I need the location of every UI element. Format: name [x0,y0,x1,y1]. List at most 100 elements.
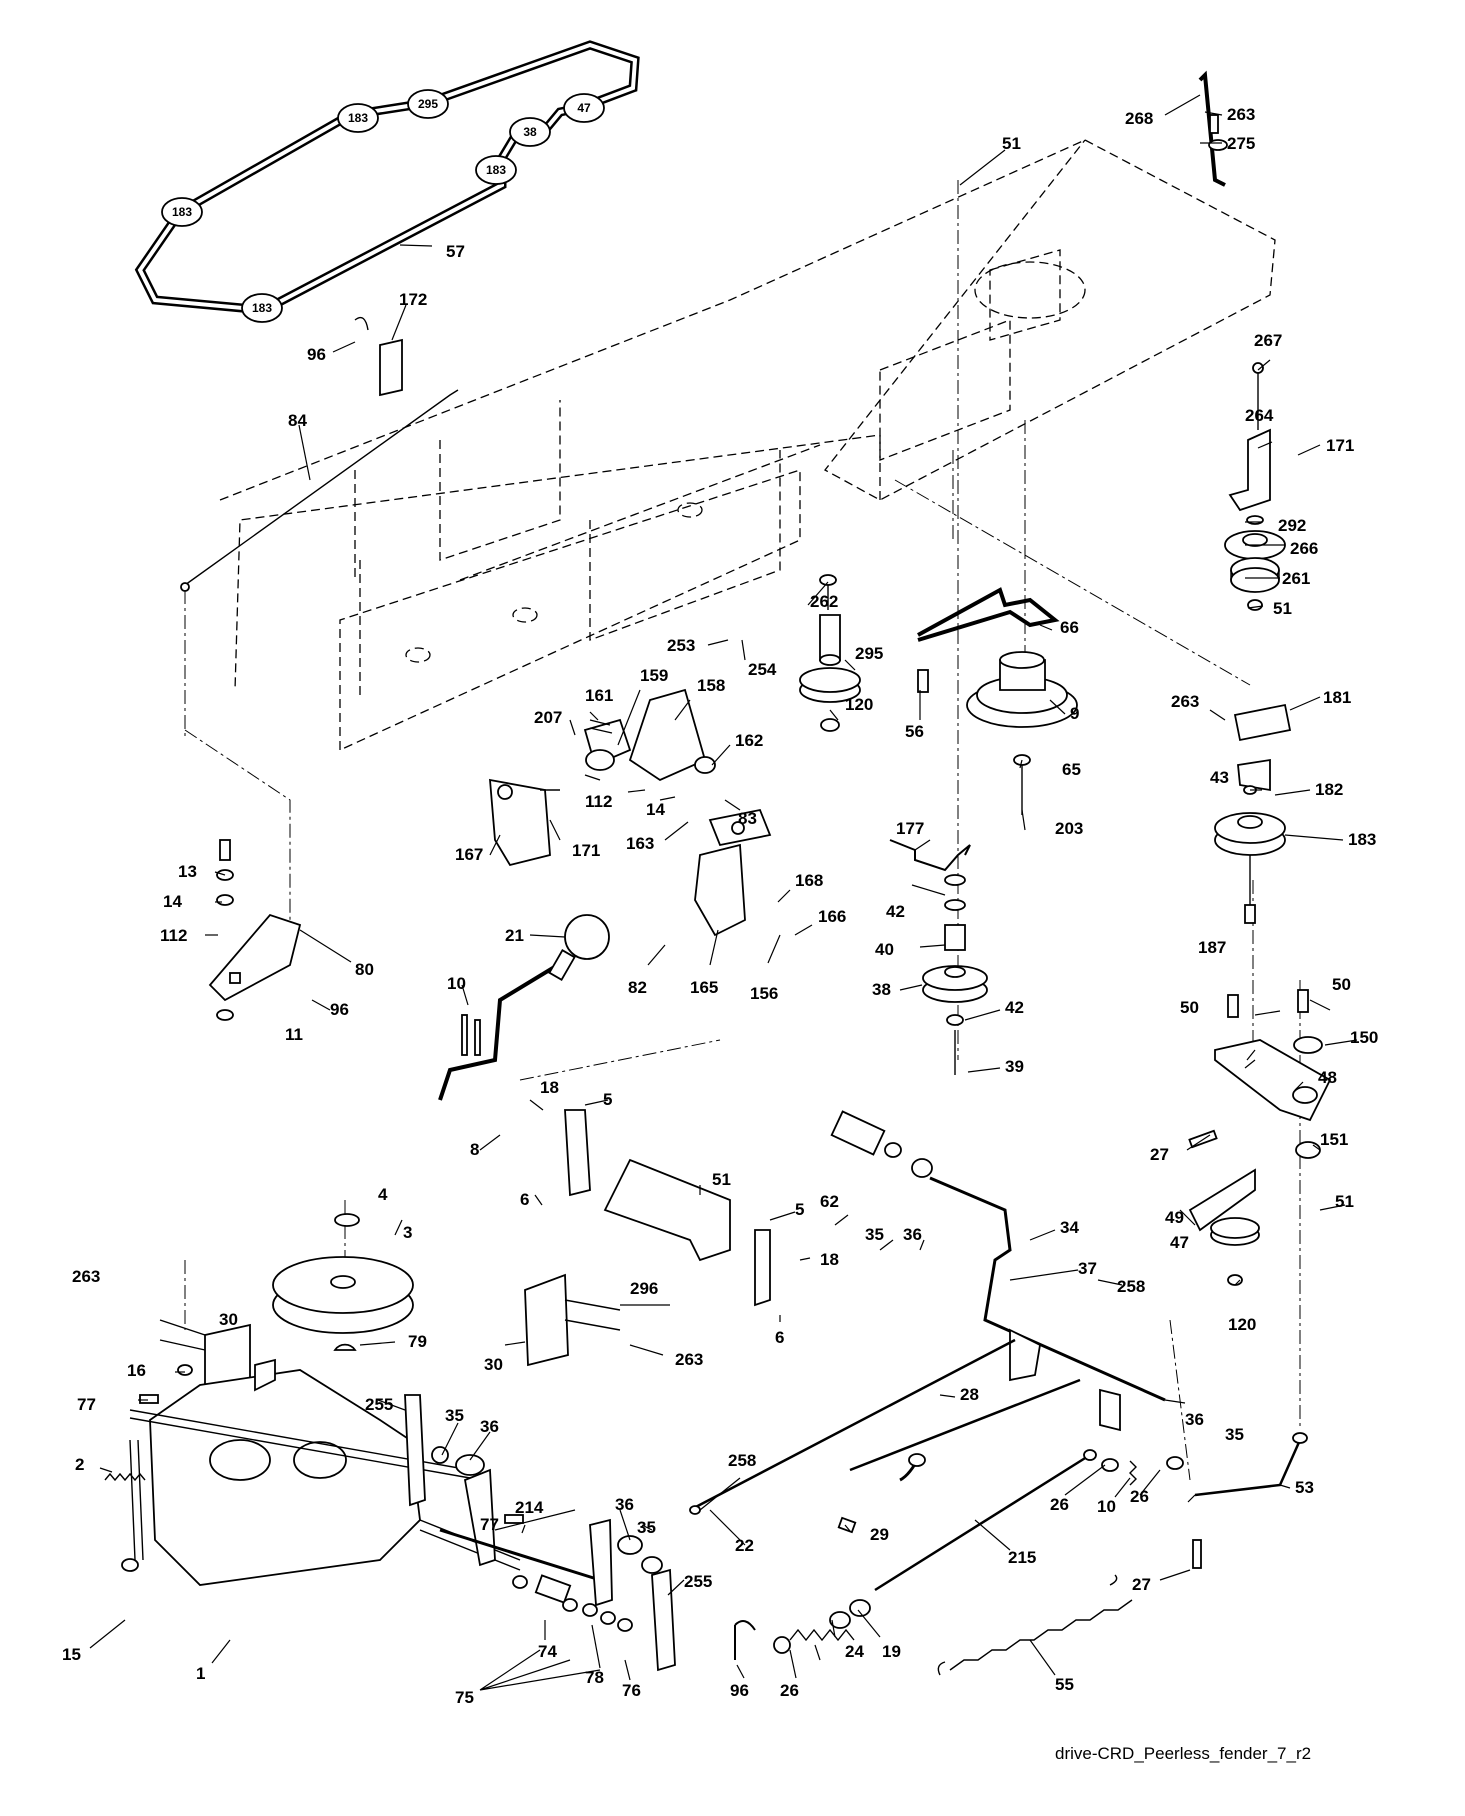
bracket-167 [489,774,601,867]
callout-38: 38 [872,980,891,999]
callout-65: 65 [1062,760,1081,779]
callout-27-lower: 27 [1132,1575,1151,1594]
callout-264: 264 [1245,406,1274,425]
callout-79: 79 [408,1332,427,1351]
callout-53: 53 [1295,1478,1314,1497]
belt-pulley-38: 38 [509,117,551,147]
svg-text:183: 183 [348,111,368,125]
callout-36-mid: 36 [903,1225,922,1244]
belt-pulley-183c: 183 [475,155,517,185]
callout-75: 75 [455,1688,474,1707]
pulley-stack-38 [922,874,988,1075]
callout-16: 16 [127,1361,146,1380]
bolt-56 [917,669,929,693]
callout-14-left: 14 [163,892,182,911]
belt-pulley-183b: 183 [337,103,379,133]
callout-267: 267 [1254,331,1282,350]
callout-296: 296 [630,1279,658,1298]
callout-261: 261 [1282,569,1310,588]
callout-263-left: 263 [72,1267,100,1286]
callout-49: 49 [1165,1208,1184,1227]
callout-161: 161 [585,686,613,705]
callout-78: 78 [585,1668,604,1687]
rod-34 [929,1176,1166,1432]
callout-39: 39 [1005,1057,1024,1076]
callout-36-right: 36 [1185,1410,1204,1429]
callout-30-mid: 30 [484,1355,503,1374]
callout-13: 13 [178,862,197,881]
callout-150: 150 [1350,1028,1378,1047]
callout-27-mid: 27 [1150,1145,1169,1164]
bracket-48 [1214,1036,1332,1159]
svg-text:47: 47 [577,101,591,115]
callout-35-right: 35 [1225,1425,1244,1444]
callout-80: 80 [355,960,374,979]
callout-42-lower: 42 [1005,998,1024,1017]
rod-22 [689,1338,1016,1515]
callout-258-top: 258 [1117,1277,1145,1296]
spacer-stack-74 [512,1574,633,1632]
callout-40: 40 [875,940,894,959]
key-77 [139,1394,524,1524]
callout-43: 43 [1210,768,1229,787]
bolt-27 [1192,1539,1202,1569]
callout-96-top: 96 [307,345,326,364]
callout-21: 21 [505,926,524,945]
callout-28: 28 [960,1385,979,1404]
pivot-bracket-172 [180,316,459,592]
bracket-264 [1228,362,1271,512]
callout-171-mid: 171 [572,841,600,860]
callout-48: 48 [1318,1068,1337,1087]
callout-26-lower: 26 [780,1681,799,1700]
callout-166: 166 [818,907,846,926]
callout-263-right: 263 [1171,692,1199,711]
callout-158: 158 [697,676,725,695]
callout-19: 19 [882,1642,901,1661]
callout-255-right: 255 [684,1572,712,1591]
variator-pulley-9 [966,651,1078,815]
belt-pulley-295: 295 [407,89,449,119]
callout-84: 84 [288,411,307,430]
callout-35-lower: 35 [637,1518,656,1537]
spring-10 [1129,1460,1137,1486]
callout-5-top: 5 [603,1090,612,1109]
callout-203: 203 [1055,819,1083,838]
callout-36-left: 36 [480,1417,499,1436]
callout-163: 163 [626,834,654,853]
callout-35-left: 35 [445,1406,464,1425]
callout-30-left: 30 [219,1310,238,1329]
callout-254: 254 [748,660,777,679]
callout-42-mid: 42 [886,902,905,921]
callout-275: 275 [1227,134,1255,153]
callout-51-top: 51 [1002,134,1021,153]
bracket-165 [694,808,772,937]
callout-156: 156 [750,984,778,1003]
callout-168: 168 [795,871,823,890]
callout-5-mid: 5 [795,1200,804,1219]
spring-25 [773,1599,871,1654]
pulley-183 [1214,812,1286,924]
callout-35-mid: 35 [865,1225,884,1244]
callout-207: 207 [534,708,562,727]
callout-112-mid: 112 [585,792,612,811]
callout-292: 292 [1278,516,1306,535]
idler-pulley-266 [1224,515,1286,611]
callout-255-left: 255 [365,1395,393,1414]
shift-lever-8 [438,949,576,1101]
drive-belt [134,40,640,315]
bracket-30-middle [524,1273,621,1367]
callout-96-lower: 96 [730,1681,749,1700]
callout-11: 11 [285,1025,303,1044]
callout-8: 8 [470,1140,479,1159]
callout-120-lower: 120 [1228,1315,1256,1334]
callout-6-mid: 6 [775,1328,784,1347]
belt-pulley-183a: 183 [161,197,203,227]
callout-112-left: 112 [160,926,187,945]
callout-253: 253 [667,636,695,655]
svg-text:295: 295 [418,97,438,111]
callout-183: 183 [1348,830,1376,849]
lever-80 [208,839,302,1021]
wire-66 [917,587,1060,642]
callout-120-top: 120 [845,695,873,714]
callout-labels: 51 268 263 275 172 96 57 84 267 264 171 … [62,105,1378,1707]
